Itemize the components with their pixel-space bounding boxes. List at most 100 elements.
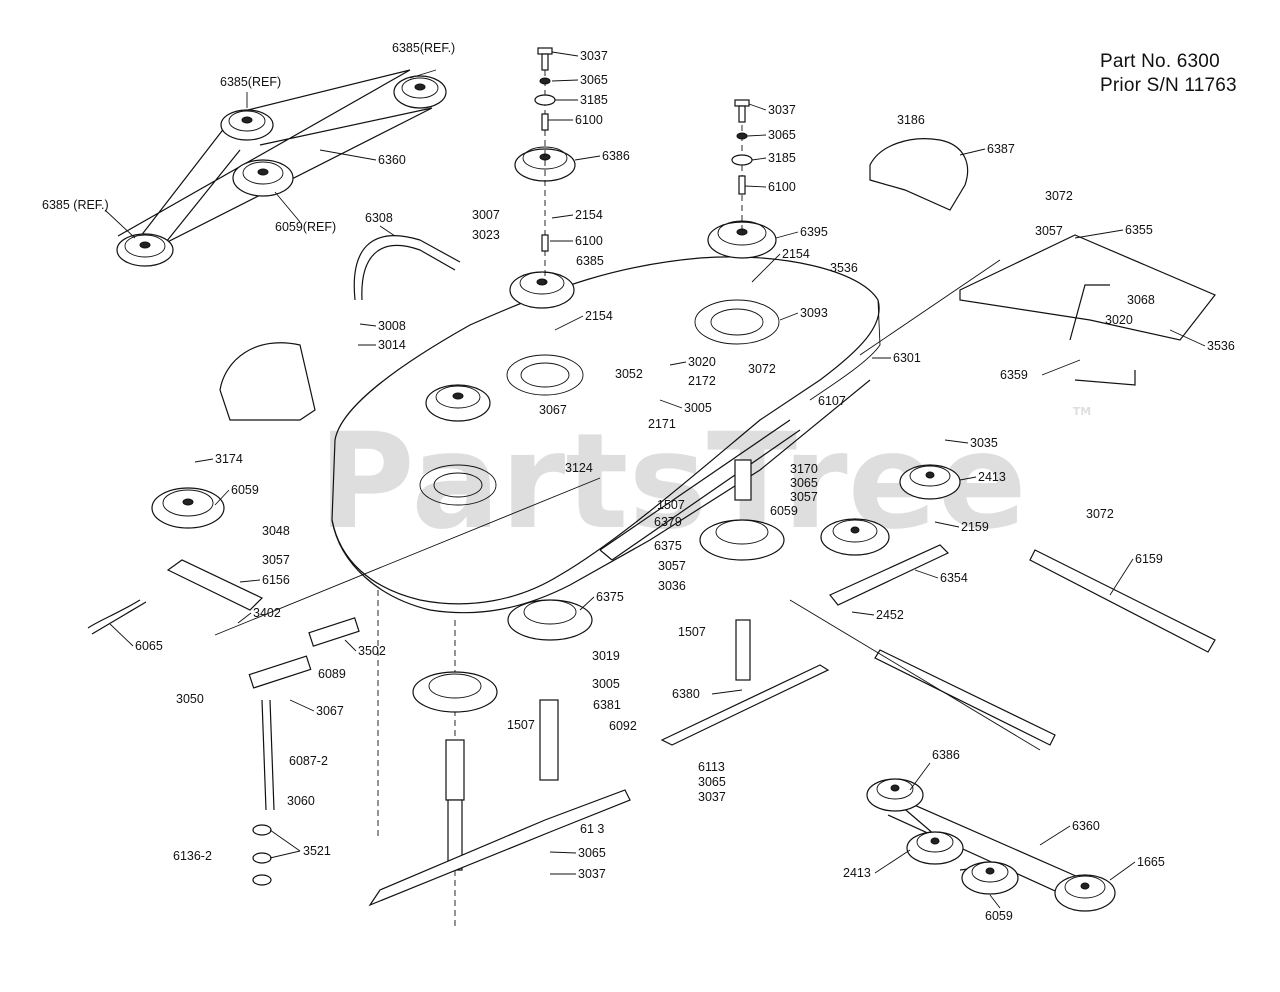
- washer-3185-top: [534, 94, 556, 106]
- callout-c76: 3019: [592, 649, 620, 663]
- leader-c23: [751, 253, 781, 283]
- callout-c9: 3037: [580, 49, 608, 63]
- callout-c87: 6386: [932, 748, 960, 762]
- leader-c10: [551, 79, 579, 82]
- bracket-6359: [1069, 284, 1136, 386]
- callout-c82: 6087-2: [289, 754, 328, 768]
- pulley-6059-right: [820, 518, 890, 556]
- spindle-assembly-right: [699, 459, 785, 681]
- belt-assembly-top-left: [116, 69, 447, 267]
- callout-c64: 6065: [135, 639, 163, 653]
- callout-c10: 3065: [580, 73, 608, 87]
- deck-rear-edge: [809, 299, 881, 401]
- callout-c52: 1507: [657, 498, 685, 512]
- callout-c17: 2154: [585, 309, 613, 323]
- leader-c56: [934, 521, 960, 528]
- bar-3502: [308, 617, 360, 647]
- leader-c3: [319, 149, 377, 161]
- callout-c11: 3185: [580, 93, 608, 107]
- guard-6387: [869, 138, 969, 211]
- deck-outline: [331, 256, 880, 605]
- leader-c21: [744, 185, 767, 188]
- bar-6159: [1029, 549, 1216, 653]
- callout-c19: 3065: [768, 128, 796, 142]
- guard-left: [219, 342, 316, 421]
- deck-skirt: [331, 379, 871, 614]
- callout-c48: 3170: [790, 462, 818, 476]
- leader-c13: [574, 155, 601, 161]
- watermark-trademark: TM: [1072, 405, 1092, 418]
- reference-lines: [214, 259, 1041, 751]
- pulley-1665-bottom: [1054, 874, 1116, 912]
- callout-c33: 3536: [1207, 339, 1235, 353]
- callout-c2: 6385(REF): [220, 75, 281, 89]
- callout-c72: 3502: [358, 644, 386, 658]
- callout-c42: 3005: [684, 401, 712, 415]
- callout-c22: 6395: [800, 225, 828, 239]
- spring-6065: [87, 599, 147, 635]
- leader-c89: [269, 850, 301, 859]
- callout-c24: 3536: [830, 261, 858, 275]
- leader-c25: [779, 312, 799, 321]
- leader-c6: [379, 225, 396, 237]
- belt-6360-bottom: [879, 789, 1086, 901]
- arm-6156: [166, 559, 264, 611]
- leader-c30: [1074, 229, 1124, 239]
- callout-c70: 1507: [678, 625, 706, 639]
- leader-c34: [1041, 359, 1081, 376]
- callout-c20: 3185: [768, 151, 796, 165]
- leader-c71: [579, 596, 595, 611]
- callout-c55: 6375: [654, 539, 682, 553]
- callout-c94: 2413: [843, 866, 871, 880]
- leader-c51: [959, 476, 977, 481]
- leader-c17: [554, 315, 584, 331]
- callout-c40: 2172: [688, 374, 716, 388]
- leader-c38: [669, 361, 687, 366]
- arm-6354: [829, 544, 950, 606]
- callout-c43: 2171: [648, 417, 676, 431]
- spindle-seat-center: [506, 354, 584, 396]
- callout-c73: 6089: [318, 667, 346, 681]
- leader-c62: [239, 579, 261, 583]
- leader-c91: [549, 851, 577, 854]
- callout-c58: 3174: [215, 452, 243, 466]
- leader-c9: [551, 51, 579, 57]
- leader-c33: [1169, 329, 1206, 347]
- callout-c13: 6386: [602, 149, 630, 163]
- callout-c54: 6059: [770, 504, 798, 518]
- leader-c81: [711, 689, 743, 695]
- callout-c59: 6059: [231, 483, 259, 497]
- callout-c21: 6100: [768, 180, 796, 194]
- callout-c14: 2154: [575, 208, 603, 222]
- rod-lower: [874, 649, 1056, 746]
- callout-c86: 3037: [698, 790, 726, 804]
- leader-c68: [1109, 558, 1134, 596]
- callout-c51: 2413: [978, 470, 1006, 484]
- leader-c64: [109, 623, 134, 647]
- leader-c20: [751, 157, 767, 161]
- leader-c93: [1039, 825, 1071, 846]
- nut-3065-right: [736, 132, 748, 140]
- leader-c36: [359, 323, 377, 327]
- belt-assembly-bottom-right: [866, 778, 1116, 912]
- leader-c63: [237, 612, 252, 624]
- callout-c69: 2452: [876, 608, 904, 622]
- leader-c4: [104, 209, 136, 239]
- key-6100-a: [541, 113, 549, 131]
- pulley-6395: [707, 220, 777, 259]
- callout-c81: 6380: [672, 687, 700, 701]
- callout-c27: 6387: [987, 142, 1015, 156]
- callout-c63: 3402: [253, 606, 281, 620]
- callout-c78: 1507: [507, 718, 535, 732]
- callout-c68: 6159: [1135, 552, 1163, 566]
- part-number-heading: Part No. 6300: [1100, 51, 1220, 72]
- leader-c95: [1109, 861, 1136, 881]
- leader-c27: [959, 148, 986, 156]
- pulley-6385-mid: [220, 109, 274, 141]
- callout-c67: 6354: [940, 571, 968, 585]
- callout-c45: 6107: [818, 394, 846, 408]
- callout-c3: 6360: [378, 153, 406, 167]
- callout-c16: 6385: [576, 254, 604, 268]
- pulley-6059-left: [151, 487, 225, 529]
